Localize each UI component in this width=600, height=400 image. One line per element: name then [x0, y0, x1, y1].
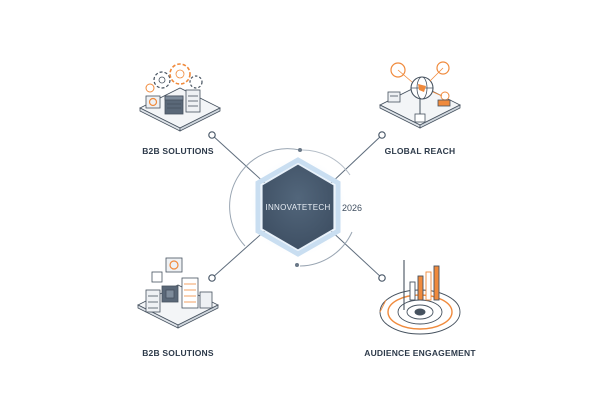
center-hexagon — [261, 163, 335, 251]
node-label-top-left: B2B SOLUTIONS — [142, 146, 214, 156]
orbit-ring — [229, 148, 353, 267]
node-label-bottom-right: AUDIENCE ENGAGEMENT — [364, 348, 476, 358]
orbit-dot-top — [298, 148, 302, 152]
dot-bottom-left — [208, 274, 216, 282]
center-title: INNOVATETECH — [265, 203, 331, 212]
dot-bottom-right — [378, 274, 386, 282]
target-chart-icon — [379, 260, 461, 335]
center-year: 2026 — [342, 203, 363, 213]
connector-dots — [208, 131, 386, 282]
dot-top-left — [208, 131, 216, 139]
orbit-dot-bottom — [295, 263, 299, 267]
globe-network-icon — [379, 61, 461, 129]
node-label-top-right: GLOBAL REACH — [384, 146, 456, 156]
server-stack-icon — [137, 257, 219, 329]
node-label-bottom-left: B2B SOLUTIONS — [142, 348, 214, 358]
hexagon-outline — [255, 157, 341, 257]
gears-servers-icon — [139, 63, 221, 132]
dot-top-right — [378, 131, 386, 139]
